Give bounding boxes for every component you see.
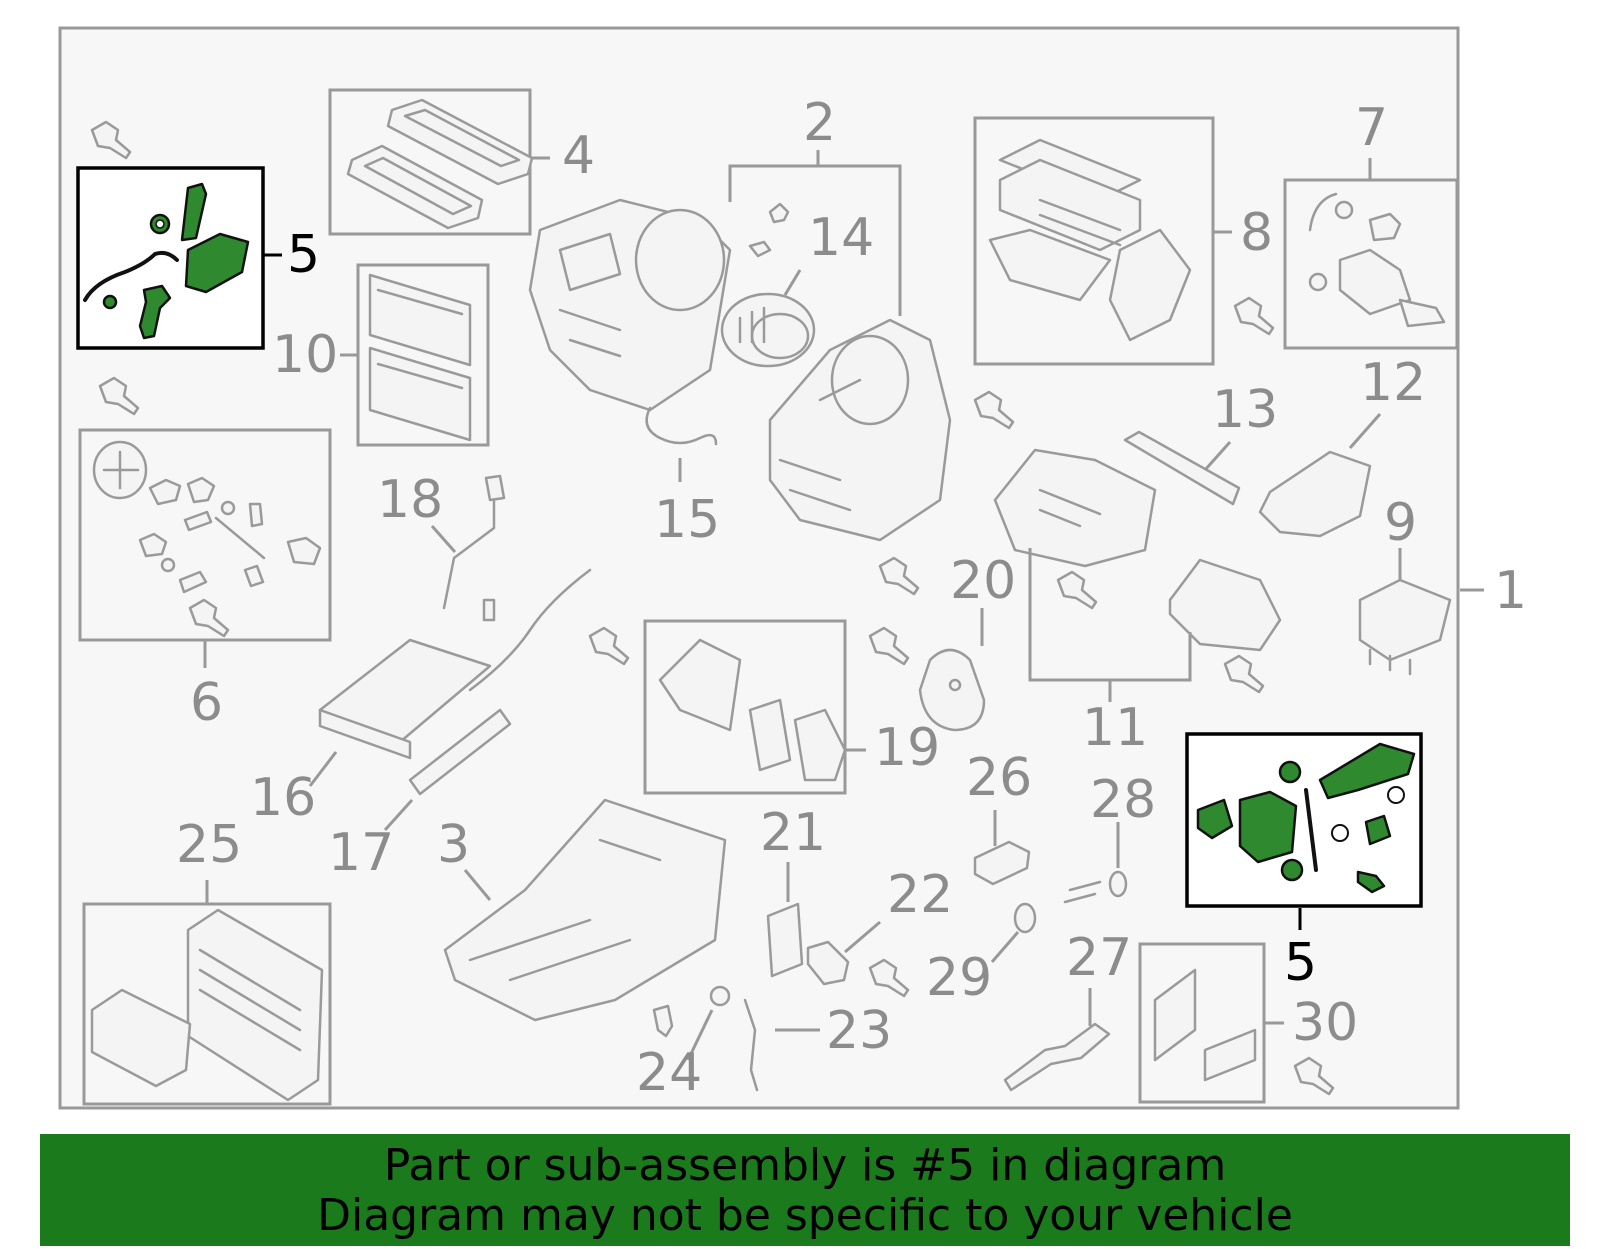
bolt	[98, 376, 140, 416]
callout-1: 1	[1494, 561, 1527, 621]
callout-18: 18	[377, 470, 443, 530]
bolt	[878, 556, 920, 596]
part-28-o-ring	[1108, 870, 1128, 898]
callout-10: 10	[272, 325, 338, 385]
callout-6: 6	[190, 673, 223, 733]
part-9-resistor	[1358, 578, 1452, 676]
callout-15: 15	[654, 490, 720, 550]
callout-28: 28	[1090, 770, 1156, 830]
callout-26: 26	[966, 748, 1032, 808]
part-13-seal	[1123, 430, 1241, 506]
part-26-sensor	[973, 840, 1031, 886]
callout-22: 22	[887, 865, 953, 925]
callout-11: 11	[1082, 698, 1148, 758]
callout-4: 4	[562, 126, 595, 186]
callout-5-upper: 5	[287, 225, 320, 285]
callout-25: 25	[176, 815, 242, 875]
part-24-clip	[652, 985, 731, 1038]
callout-8: 8	[1240, 203, 1273, 263]
bolt	[1233, 296, 1275, 336]
part-7-actuator-linkage	[1283, 178, 1459, 350]
info-banner: Part or sub-assembly is #5 in diagram Di…	[40, 1134, 1570, 1246]
part-29-o-ring	[1013, 902, 1037, 934]
part-12-duct	[1258, 450, 1372, 538]
bolt	[868, 958, 910, 998]
part-14-blower-fan	[720, 202, 816, 368]
callout-14: 14	[808, 208, 874, 268]
callout-16: 16	[250, 768, 316, 828]
callout-5-lower: 5	[1284, 933, 1317, 993]
bolt	[973, 390, 1015, 430]
part-19-duct-kit	[643, 619, 847, 795]
callout-3: 3	[437, 815, 470, 875]
callout-29: 29	[926, 948, 992, 1008]
part-18-sensor-wire	[442, 474, 506, 622]
part-11-housing	[993, 448, 1282, 652]
part-16-heater-core	[318, 568, 592, 760]
callout-30: 30	[1292, 993, 1358, 1053]
callout-24: 24	[636, 1043, 702, 1103]
callout-19: 19	[874, 718, 940, 778]
banner-line-2: Diagram may not be specific to your vehi…	[317, 1190, 1293, 1241]
callout-12: 12	[1360, 353, 1426, 413]
callout-13: 13	[1212, 380, 1278, 440]
callout-7: 7	[1355, 98, 1388, 158]
part-5-box-lower[interactable]	[1185, 732, 1423, 908]
part-3-lower-case	[443, 798, 727, 1022]
bolt	[1056, 570, 1098, 610]
part-25-evaporator	[82, 902, 332, 1106]
bolt	[90, 120, 132, 160]
part-5-box-upper[interactable]	[76, 166, 265, 350]
part-22-sensor	[806, 940, 850, 986]
part-10-cabin-filter	[356, 263, 490, 447]
part-17-bracket	[408, 708, 512, 796]
bolt	[1223, 654, 1265, 694]
banner-line-1: Part or sub-assembly is #5 in diagram	[383, 1140, 1227, 1191]
part-30-seal-kit	[1138, 942, 1266, 1104]
part-27-hose	[1003, 880, 1111, 1092]
bolt	[588, 626, 630, 666]
part-23-wire	[743, 998, 759, 1092]
part-8-door-assembly	[973, 116, 1215, 366]
callout-9: 9	[1384, 493, 1417, 553]
callout-20: 20	[950, 551, 1016, 611]
bolt	[1293, 1056, 1335, 1096]
part-21-bracket	[766, 902, 804, 978]
part-15-drain-hose	[645, 406, 718, 446]
part-2-hvac-housing	[528, 198, 952, 542]
callout-27: 27	[1066, 928, 1132, 988]
part-4-filter-seals	[328, 88, 534, 236]
callout-17: 17	[328, 823, 394, 883]
part-6-hardware-kit	[78, 428, 332, 642]
callout-21: 21	[760, 803, 826, 863]
bolt	[868, 626, 910, 666]
part-20-plate	[918, 648, 986, 732]
callout-23: 23	[826, 1001, 892, 1061]
callout-2: 2	[803, 93, 836, 153]
